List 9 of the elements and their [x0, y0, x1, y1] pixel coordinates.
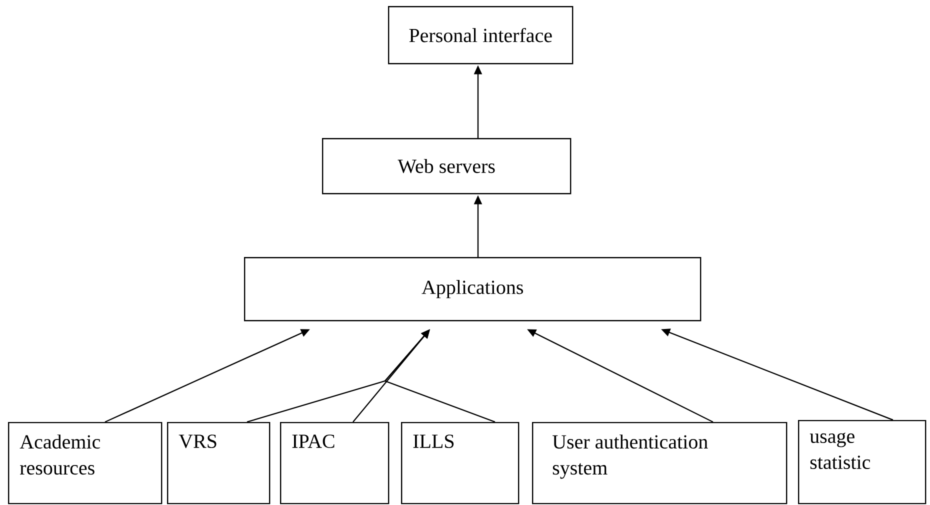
source-box: User authentication system	[532, 422, 788, 504]
source-box: Academic resources	[8, 422, 162, 504]
source-box: ILLS	[401, 422, 520, 504]
process-box: Web servers	[322, 138, 572, 194]
source-box: usage statistic	[798, 420, 926, 504]
process-box: Personal interface	[388, 6, 574, 64]
source-box: VRS	[167, 422, 270, 504]
process-box: Applications	[244, 256, 702, 322]
source-box: IPAC	[280, 422, 390, 504]
